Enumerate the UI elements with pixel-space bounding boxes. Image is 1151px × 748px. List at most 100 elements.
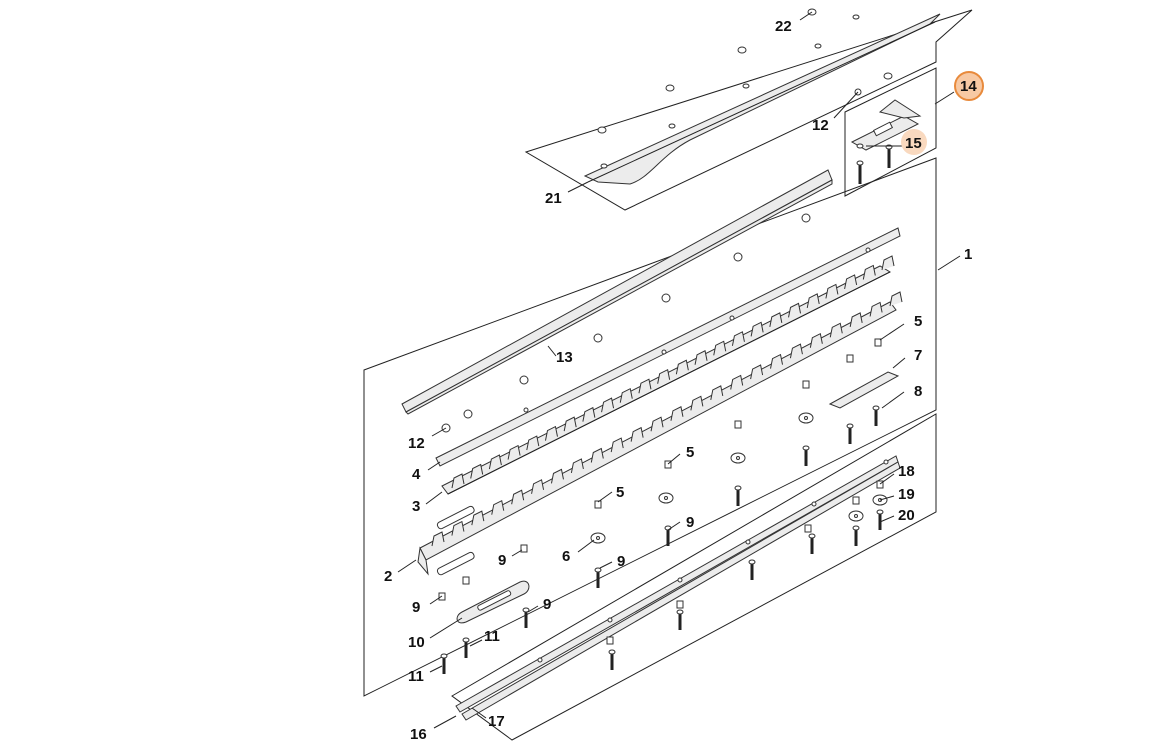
nut [846, 354, 854, 363]
blade-tooth [862, 264, 876, 280]
blade-tooth [670, 406, 684, 421]
blade-tooth [451, 520, 465, 536]
blade-tooth [806, 293, 820, 309]
blade-tooth [690, 395, 704, 411]
blade-2-slots [436, 505, 475, 576]
nut [520, 544, 528, 553]
blade-tooth [710, 385, 724, 401]
blade-tooth [694, 350, 708, 365]
blade-tooth [657, 368, 671, 384]
callout-12-top: 12 [812, 117, 829, 134]
blade-tooth [451, 473, 465, 489]
part-bar-13 [401, 169, 833, 433]
blade-tooth [788, 302, 802, 318]
nut [876, 480, 884, 489]
nut [802, 380, 810, 389]
blade-tooth [488, 454, 502, 470]
blade-tooth [829, 322, 843, 338]
callout-21: 21 [545, 190, 562, 207]
blade-tooth [511, 489, 525, 505]
callout-9-c: 9 [617, 553, 625, 570]
callout-15[interactable]: 15 [905, 135, 922, 152]
blade-tooth [849, 312, 863, 327]
nut [676, 600, 684, 609]
callout-9-d: 9 [412, 599, 420, 616]
blade-tooth [675, 359, 689, 375]
callout-10: 10 [408, 634, 425, 651]
bracket-fin [878, 99, 922, 119]
callout-17: 17 [488, 713, 505, 730]
callout-14[interactable]: 14 [960, 78, 977, 95]
callout-12-left: 12 [408, 435, 425, 452]
blade-tooth [770, 353, 784, 369]
part-blade-2 [417, 291, 903, 576]
blade-tooth [570, 458, 584, 474]
blade-tooth [582, 406, 596, 422]
frame-kit-14 [844, 67, 937, 197]
callout-22: 22 [775, 18, 792, 35]
blade-tooth [750, 321, 764, 337]
blade-tooth [638, 378, 652, 394]
nut [664, 460, 672, 469]
blade-tooth [507, 444, 521, 460]
nut [462, 576, 470, 585]
callout-19: 19 [898, 486, 915, 503]
part-plate-7 [828, 371, 900, 409]
blade-tooth [619, 387, 633, 403]
blade-tooth [769, 312, 783, 327]
blade-2-teeth [431, 291, 903, 547]
blade-tooth [431, 531, 445, 547]
hardware [438, 338, 888, 674]
blade-tooth [526, 435, 540, 451]
callout-15-highlight [901, 129, 927, 155]
part-blade-3 [441, 255, 895, 495]
blade-tooth [713, 340, 727, 356]
callout-2: 2 [384, 568, 392, 585]
callout-5-b: 5 [686, 444, 694, 461]
nut [734, 420, 742, 429]
callout-4: 4 [412, 466, 421, 483]
frame-spacer [451, 413, 937, 741]
callout-16: 16 [410, 726, 427, 743]
nut [804, 524, 812, 533]
blade-tooth [825, 283, 839, 299]
spacer-holes [537, 459, 889, 663]
blade-tooth [630, 426, 644, 442]
blade-tooth [601, 397, 615, 413]
screw-15a [856, 160, 864, 184]
callout-5-c: 5 [616, 484, 624, 501]
callout-5-a: 5 [914, 313, 922, 330]
callout-1: 1 [964, 246, 972, 263]
blade-tooth [590, 447, 604, 463]
part-kit-14 [850, 88, 922, 184]
nut [594, 500, 602, 509]
callout-labels: 22 14 12 15 21 1 13 5 7 8 12 4 5 3 5 18 … [384, 18, 977, 743]
blade-tooth [610, 437, 624, 453]
blade-tooth [789, 343, 803, 359]
part-guard [583, 8, 941, 185]
blade-tooth [563, 416, 577, 432]
guard-edge [587, 21, 936, 183]
guard-plate [583, 13, 941, 185]
callout-18: 18 [898, 463, 915, 480]
callout-14-highlight [954, 71, 984, 101]
leader-lines [397, 11, 961, 729]
blade-tooth [844, 274, 858, 290]
blade-tooth [881, 255, 895, 271]
blade-tooth [650, 416, 664, 432]
callout-9-e: 9 [543, 596, 551, 613]
callout-8: 8 [914, 383, 922, 400]
blade-tooth [550, 468, 564, 484]
blade-tooth [491, 499, 505, 515]
callout-11-a: 11 [484, 628, 500, 645]
nut [606, 636, 614, 645]
callout-9-b: 9 [498, 552, 506, 569]
blade-tooth [750, 364, 764, 380]
plate-4-holes [523, 247, 871, 413]
blade-tooth [869, 301, 883, 317]
callout-7: 7 [914, 347, 922, 364]
bar-13-nuts [441, 213, 811, 433]
callout-13: 13 [556, 349, 573, 366]
